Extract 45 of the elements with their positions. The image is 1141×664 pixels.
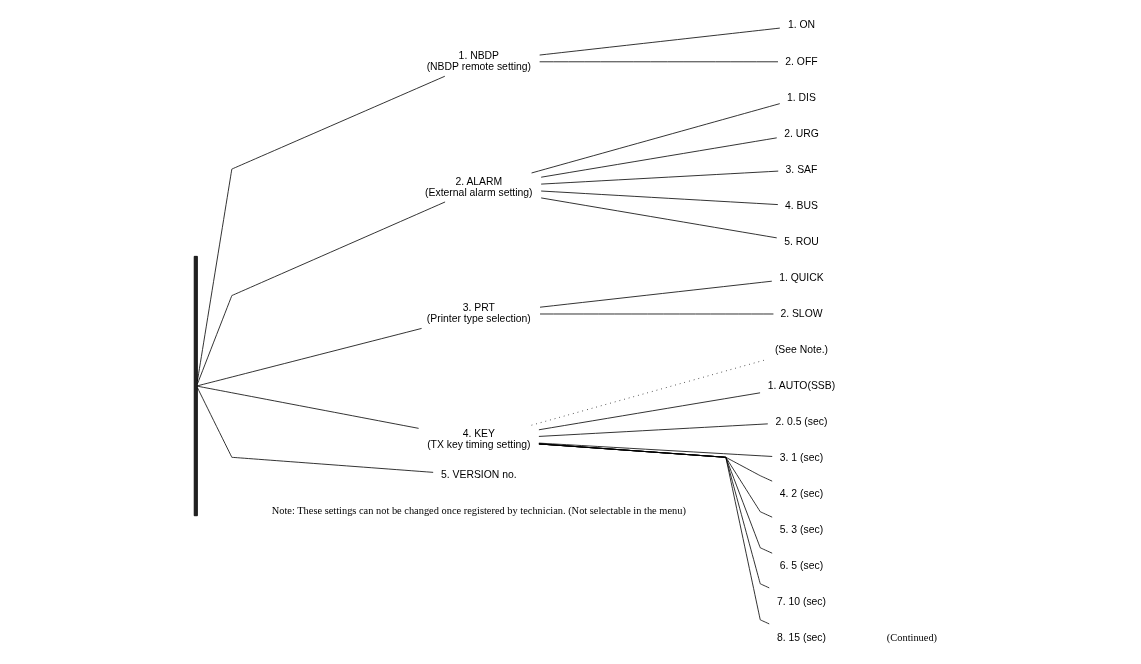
node-text: 3. 1 (sec) <box>779 451 824 463</box>
connector <box>539 280 773 308</box>
connector <box>540 197 778 239</box>
label: Note: These settings can not be changed once registered by technician. (Not selectable in the menu) <box>271 505 686 517</box>
connector <box>538 443 773 518</box>
node-text: 2. ALARM (External alarm setting) <box>425 175 533 198</box>
node-text: 1. AUTO(SSB) <box>767 379 836 391</box>
connector <box>538 423 769 437</box>
node-bar <box>193 255 198 517</box>
connector <box>197 387 434 473</box>
label: (Continued) <box>886 631 938 643</box>
node-text: 5. VERSION no. <box>441 469 517 481</box>
node-text: 2. SLOW <box>780 307 823 319</box>
node-text: 1. QUICK <box>779 271 824 283</box>
node-text: (See Note.) <box>774 343 829 355</box>
connector <box>197 201 446 385</box>
connector <box>540 170 779 185</box>
node-text: 2. URG <box>784 127 819 139</box>
node-text: 5. ROU <box>784 235 819 247</box>
connector <box>538 443 773 482</box>
node-text: 4. BUS <box>785 199 818 211</box>
node-text: 1. DIS <box>787 91 816 103</box>
connector <box>540 190 779 205</box>
connector <box>538 443 773 554</box>
node-text: 5. 3 (sec) <box>779 523 824 535</box>
connector <box>538 442 773 457</box>
connector <box>197 385 419 429</box>
node-text: 1. NBDP (NBDP remote setting) <box>426 49 531 73</box>
node-text: 2. OFF <box>785 55 818 67</box>
node-text: 3. PRT (Printer type selection) <box>426 302 531 325</box>
node-text: 1. ON <box>787 19 816 31</box>
node-text: 3. SAF <box>785 163 818 175</box>
connector <box>197 75 446 382</box>
node-text: 8. 15 (sec) <box>776 631 827 643</box>
node-text: 2. 0.5 (sec) <box>775 415 828 427</box>
node-text: 6. 5 (sec) <box>779 559 824 571</box>
connector <box>540 137 778 178</box>
connector <box>531 103 781 174</box>
node-text: 4. KEY (TX key timing setting) <box>427 427 531 451</box>
node-text: 4. 2 (sec) <box>779 487 824 499</box>
connector <box>197 328 422 387</box>
connector <box>538 443 770 625</box>
connector <box>538 392 761 431</box>
connector <box>539 27 781 56</box>
node-text: 7. 10 (sec) <box>776 595 827 607</box>
